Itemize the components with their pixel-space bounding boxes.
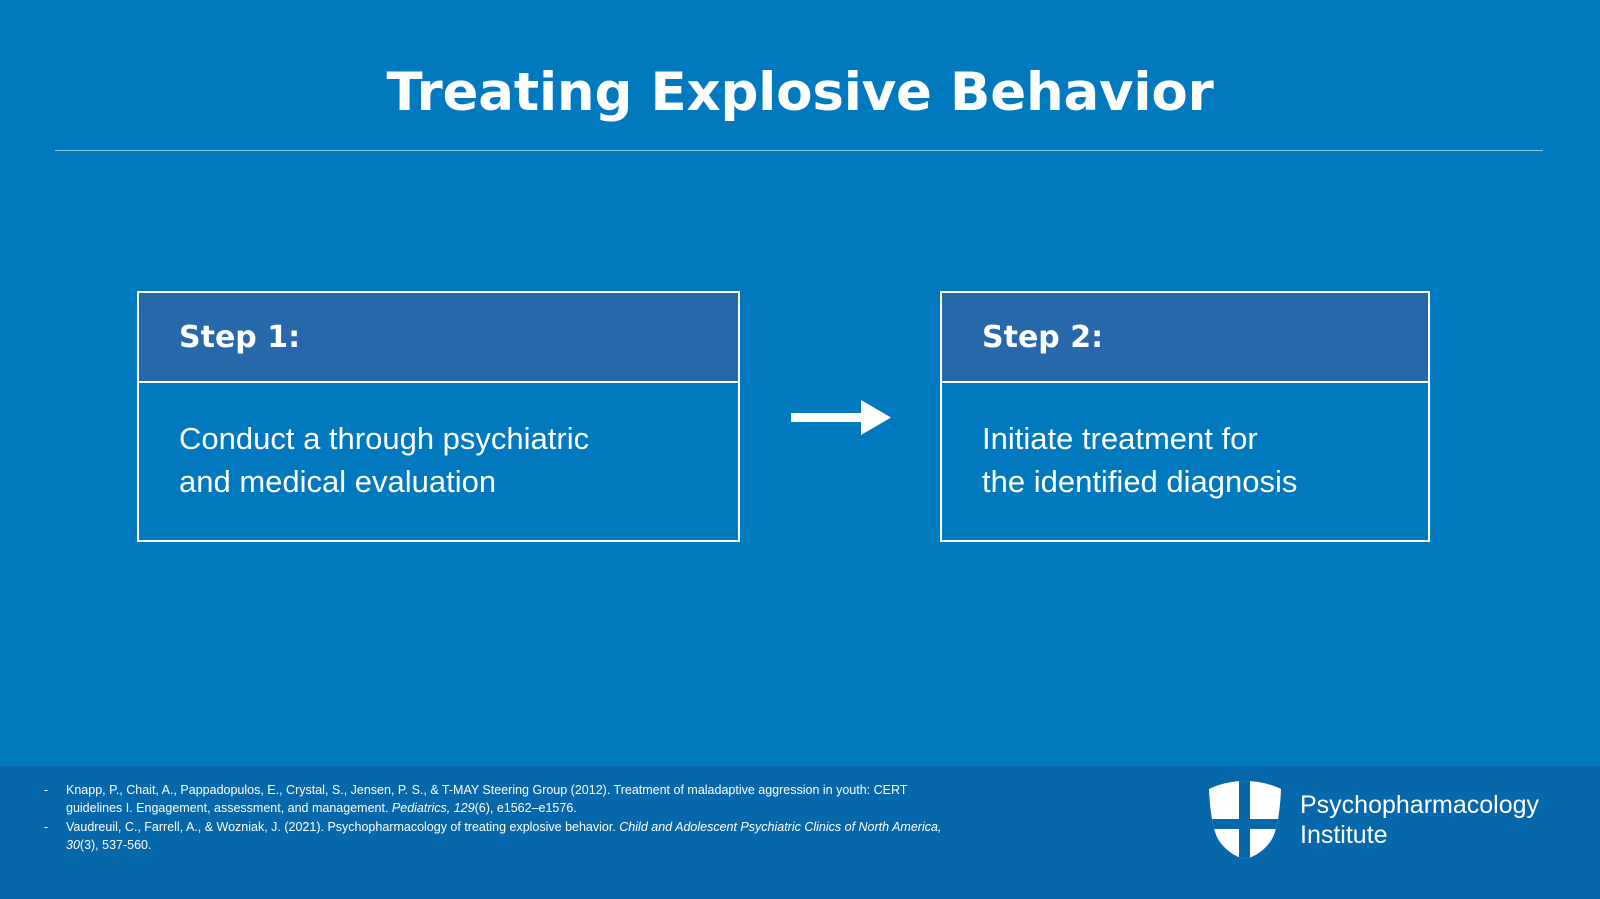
step-card-2: Step 2: Initiate treatment for the ident… bbox=[940, 291, 1430, 542]
arrow-right-icon bbox=[791, 400, 891, 435]
step-2-header: Step 2: bbox=[940, 291, 1430, 383]
page-title: Treating Explosive Behavior bbox=[386, 62, 1214, 123]
references-list: - Knapp, P., Chait, A., Pappadopulos, E.… bbox=[44, 781, 944, 856]
reference-item: - Knapp, P., Chait, A., Pappadopulos, E.… bbox=[44, 781, 944, 817]
step-2-body: Initiate treatment for the identified di… bbox=[940, 383, 1430, 542]
shield-logo-icon bbox=[1208, 781, 1282, 859]
reference-text-2: Vaudreuil, C., Farrell, A., & Wozniak, J… bbox=[66, 820, 942, 853]
reference-bullet: - bbox=[44, 820, 49, 835]
brand-name: Psychopharmacology Institute bbox=[1300, 790, 1540, 850]
footer-band bbox=[0, 766, 1600, 899]
step-1-header: Step 1: bbox=[137, 291, 740, 383]
title-area: Treating Explosive Behavior bbox=[0, 62, 1600, 123]
reference-item: - Vaudreuil, C., Farrell, A., & Wozniak,… bbox=[44, 818, 944, 854]
step-1-body: Conduct a through psychiatric and medica… bbox=[137, 383, 740, 542]
step-card-1: Step 1: Conduct a through psychiatric an… bbox=[137, 291, 740, 542]
reference-text-1: Knapp, P., Chait, A., Pappadopulos, E., … bbox=[66, 783, 908, 816]
title-divider bbox=[55, 150, 1543, 151]
brand-logo: Psychopharmacology Institute bbox=[1208, 781, 1539, 859]
reference-bullet: - bbox=[44, 783, 49, 797]
